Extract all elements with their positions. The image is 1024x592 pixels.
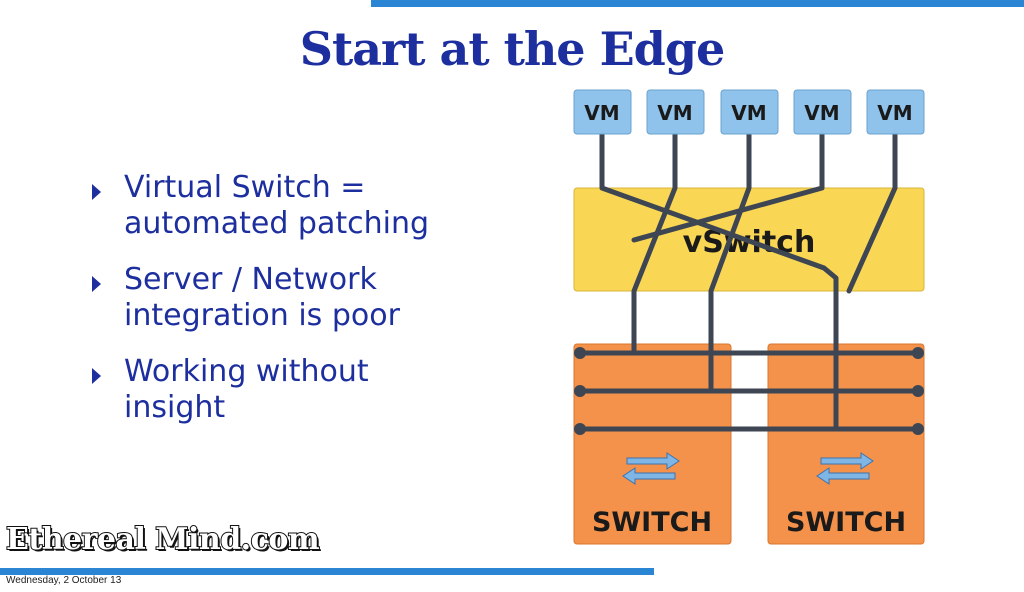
vm-cable [599, 131, 839, 432]
bullet-arrow-icon [92, 276, 101, 292]
cable-endpoint [912, 385, 924, 397]
bullet-line: Server / Network [124, 262, 377, 297]
vm-label: VM [731, 101, 766, 125]
vm-cable [846, 131, 898, 294]
physical-switch-right [767, 343, 925, 545]
bullet-line: automated patching [124, 206, 430, 241]
vm-box [793, 89, 852, 135]
bidirectional-arrows-icon [816, 452, 874, 485]
vm-label: VM [657, 101, 692, 125]
bullet-line: integration is poor [124, 298, 400, 333]
vm-cable [631, 131, 678, 356]
page-title: Start at the Edge [299, 22, 725, 76]
vm-box [720, 89, 779, 135]
bullet-line: Virtual Switch = [124, 170, 366, 205]
bottom-accent-bar [0, 568, 654, 575]
footer-date: Wednesday, 2 October 13 [6, 575, 122, 586]
cable-group [577, 131, 921, 432]
bullet-item: Virtual Switch = automated patching [92, 170, 532, 242]
bullet-line: insight [124, 390, 226, 425]
switch-label: SWITCH [592, 507, 712, 538]
cable-endpoint [574, 385, 586, 397]
vm-label: VM [877, 101, 912, 125]
network-diagram: vSwitch SWITCH SWITCH [573, 89, 925, 545]
vm-row: VM VM VM VM VM [573, 89, 925, 135]
bidirectional-arrows-icon [622, 452, 680, 485]
vm-cable [708, 131, 752, 394]
cable-endpoints [574, 347, 924, 435]
cable-endpoint [574, 347, 586, 359]
vm-label: VM [584, 101, 619, 125]
bullet-list: Virtual Switch = automated patching Serv… [92, 170, 532, 446]
vm-box [646, 89, 705, 135]
vm-label: VM [804, 101, 839, 125]
bullet-arrow-icon [92, 184, 101, 200]
vm-cable [631, 131, 825, 243]
vm-box [866, 89, 925, 135]
top-accent-bar [371, 0, 1024, 7]
cable-endpoint [574, 423, 586, 435]
switch-label: SWITCH [786, 507, 906, 538]
vm-box [573, 89, 632, 135]
physical-switch-left [573, 343, 732, 545]
bullet-item: Server / Network integration is poor [92, 262, 532, 334]
site-watermark-logo: Ethereal Mind.com [5, 521, 321, 558]
cable-endpoint [912, 347, 924, 359]
cable-endpoint [912, 423, 924, 435]
bullet-arrow-icon [92, 368, 101, 384]
bullet-line: Working without [124, 354, 369, 389]
bullet-item: Working without insight [92, 354, 532, 426]
